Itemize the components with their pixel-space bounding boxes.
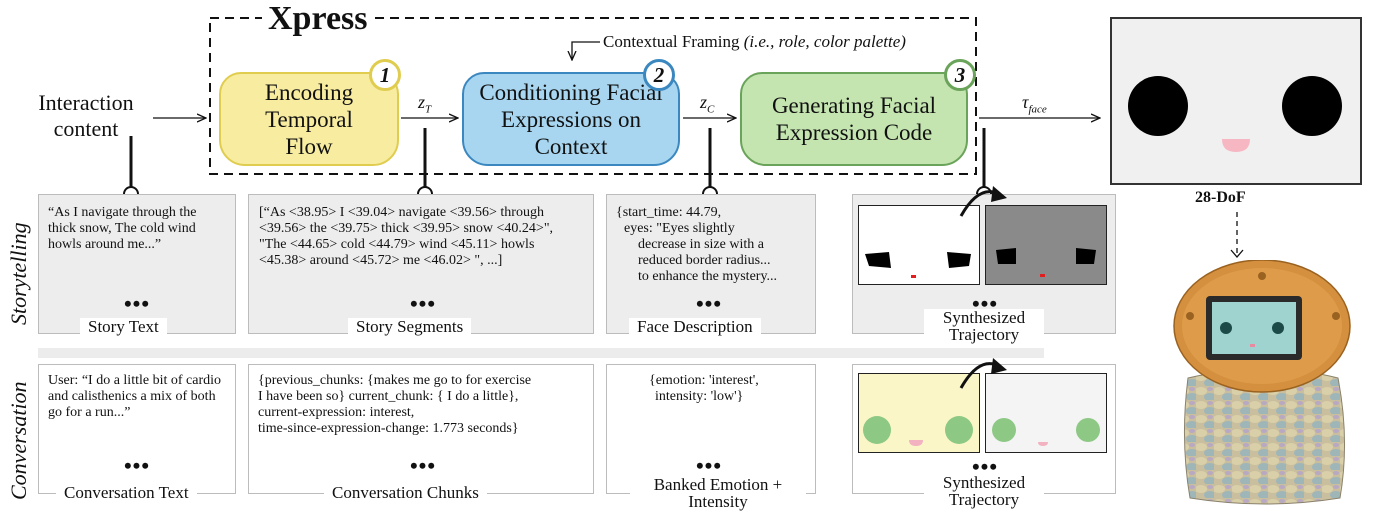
face-desc-line: reduced border radius... [638, 253, 771, 268]
eye [865, 252, 891, 268]
dof-label: 28-DoF [1195, 189, 1246, 206]
label-synth-story: Synthesized Trajectory [924, 309, 1044, 343]
conversation-chunks-content: {previous_chunks: {makes me go to for ex… [249, 365, 593, 437]
label-conversation-chunks: Conversation Chunks [324, 484, 487, 502]
face-desc-line: eyes: "Eyes slightly [624, 221, 735, 236]
panel-conversation-chunks: {previous_chunks: {makes me go to for ex… [248, 364, 594, 494]
panel-face-description: {start_time: 44.79, eyes: "Eyes slightly… [606, 194, 816, 334]
conversation-text-content: User: “I do a little bit of cardio and c… [48, 373, 221, 420]
robot-face-svg [1128, 76, 1342, 152]
panel-banked-emotion: {emotion: 'interest', intensity: 'low'} [606, 364, 816, 494]
stage-2-badge: 2 [643, 59, 675, 91]
dots-story-segments: ••• [409, 291, 437, 316]
panel-story-text: “As I navigate through the thick snow, T… [38, 194, 236, 334]
chunk-line: I have been so} current_chunk: { I do a … [258, 389, 519, 404]
label-story-text: Story Text [80, 318, 167, 336]
diagram-title: Xpress [262, 0, 374, 38]
label-banked-emotion: Banked Emotion + Intensity [630, 476, 806, 510]
z-c-label: zC [700, 92, 714, 116]
face-desc-line: decrease in size with a [638, 237, 764, 252]
row-label-conversation: Conversation [6, 381, 31, 500]
eye [1076, 248, 1096, 264]
mouth [911, 275, 916, 278]
dots-synth-conv: ••• [971, 454, 999, 479]
contextual-framing-text: Contextual Framing [603, 32, 740, 51]
z-c-base: z [700, 92, 708, 112]
chunk-line: time-since-expression-change: 1.773 seco… [258, 421, 519, 436]
label-synth-conv: Synthesized Trajectory [924, 474, 1044, 508]
face-desc-line: to enhance the mystery... [638, 269, 778, 284]
interaction-content-label: Interaction content [38, 90, 134, 141]
label-face-description: Face Description [629, 318, 761, 336]
stage-1-badge: 1 [369, 59, 401, 91]
transition-arrow-icon [959, 358, 1007, 389]
z-t-base: z [418, 92, 426, 112]
dots-face-description: ••• [695, 291, 723, 316]
conv-face-frame-2 [985, 373, 1107, 453]
transition-arrow-icon [959, 186, 1007, 217]
mouth [909, 440, 923, 446]
z-c-sub: C [707, 103, 715, 116]
contextual-framing-label: Contextual Framing (i.e., role, color pa… [603, 32, 906, 52]
dots-story-text: ••• [123, 291, 151, 316]
story-face-frame-2 [985, 205, 1107, 285]
chunk-line: {previous_chunks: {makes me go to for ex… [258, 373, 532, 388]
emotion-line: intensity: 'low'} [655, 389, 744, 404]
conv-face-1-svg [863, 416, 973, 446]
stage-3-label: Generating Facial Expression Code [771, 93, 937, 145]
conv-face-2-svg [992, 418, 1100, 446]
eye [947, 252, 971, 268]
chunk-line: current-expression: interest, [258, 405, 415, 420]
story-face-2-svg [996, 248, 1096, 277]
face-desc-line: {start_time: 44.79, [616, 205, 722, 220]
tau-face-label: τface [1022, 92, 1047, 116]
story-face-1-svg [865, 252, 971, 278]
tau-sub: face [1028, 103, 1047, 116]
tau-base: τ [1022, 92, 1029, 112]
stage-2-label: Conditioning Facial Expressions on Conte… [479, 79, 663, 159]
panel-story-segments: [“As <38.95> I <39.04> navigate <39.56> … [248, 194, 594, 334]
eye [1076, 418, 1100, 442]
eye [996, 248, 1016, 264]
row-separator [38, 348, 1044, 358]
eye [992, 418, 1016, 442]
left-eye [1128, 76, 1188, 136]
dots-conversation-chunks: ••• [409, 453, 437, 478]
eye [863, 416, 891, 444]
emotion-line: {emotion: 'interest', [649, 373, 759, 388]
dots-banked-emotion: ••• [695, 453, 723, 478]
contextual-framing-detail: (i.e., role, color palette) [743, 32, 906, 51]
row-label-storytelling: Storytelling [6, 222, 31, 325]
robot-face-display [1110, 17, 1362, 185]
face-description-content: {start_time: 44.79, eyes: "Eyes slightly… [607, 195, 815, 285]
dots-conversation-text: ••• [123, 453, 151, 478]
robot-photo [1173, 260, 1351, 505]
z-t-label: zT [418, 92, 431, 116]
stage-encoding-temporal-flow: Encoding Temporal Flow [219, 72, 399, 166]
stage-generating-code: Generating Facial Expression Code [740, 72, 968, 166]
story-text-content: “As I navigate through the thick snow, T… [48, 205, 197, 252]
stage-1-label: Encoding Temporal Flow [264, 79, 354, 159]
eye [945, 416, 973, 444]
story-segments-content: [“As <38.95> I <39.04> navigate <39.56> … [259, 205, 554, 268]
xpress-dashed-box [209, 17, 977, 175]
z-t-sub: T [425, 103, 432, 116]
stage-3-badge: 3 [944, 59, 976, 91]
label-story-segments: Story Segments [348, 318, 472, 336]
mouth [1038, 442, 1048, 446]
mouth [1040, 274, 1045, 277]
story-face-frame-1 [858, 205, 980, 285]
panel-conversation-text: User: “I do a little bit of cardio and c… [38, 364, 236, 494]
right-eye [1282, 76, 1342, 136]
banked-emotion-content: {emotion: 'interest', intensity: 'low'} [607, 365, 815, 405]
mouth [1222, 139, 1250, 152]
conv-face-frame-1 [858, 373, 980, 453]
label-conversation-text: Conversation Text [56, 484, 197, 502]
stage-conditioning-context: Conditioning Facial Expressions on Conte… [462, 72, 680, 166]
